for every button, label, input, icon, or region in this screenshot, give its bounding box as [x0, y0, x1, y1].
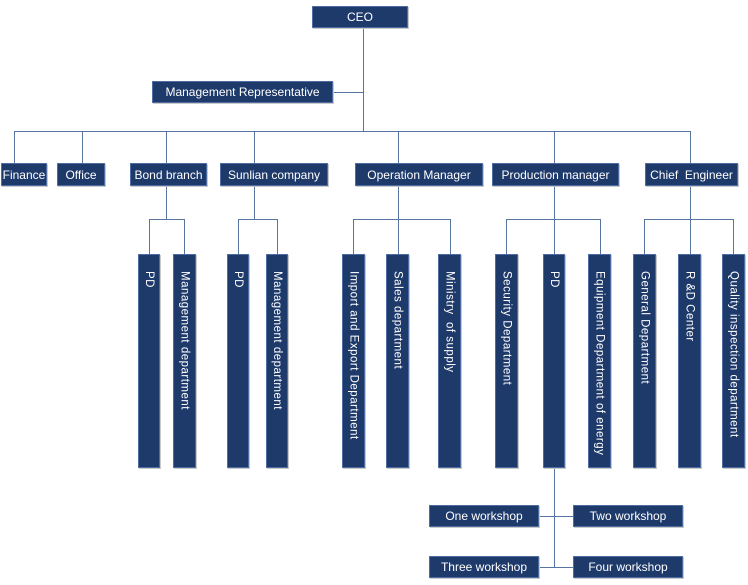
- node-label: Quality inspection department: [727, 271, 740, 438]
- connector-line: [14, 131, 690, 132]
- connector-line: [554, 131, 555, 163]
- node-two-workshop: Two workshop: [573, 505, 683, 527]
- connector-line: [238, 219, 239, 254]
- node-office: Office: [57, 163, 105, 186]
- connector-line: [690, 219, 691, 254]
- node-label: Security Department: [500, 271, 513, 386]
- connector-line: [539, 567, 573, 568]
- connector-line: [690, 186, 691, 219]
- node-equipment-department-of-energy: Equipment Department of energy: [588, 254, 611, 468]
- connector-line: [539, 516, 573, 517]
- connector-line: [166, 131, 167, 163]
- connector-line: [644, 219, 734, 220]
- node-label: PD: [548, 271, 560, 288]
- connector-line: [149, 219, 150, 254]
- connector-line: [277, 219, 278, 254]
- connector-line: [554, 468, 555, 568]
- connector-line: [450, 219, 451, 254]
- node-label: General Department: [638, 271, 651, 385]
- node-label: PD: [232, 271, 244, 288]
- connector-line: [398, 131, 399, 163]
- node-production-pd: PD: [543, 254, 565, 468]
- connector-line: [166, 186, 167, 219]
- node-label: Management department: [271, 271, 283, 410]
- connector-line: [690, 131, 691, 163]
- node-finance: Finance: [1, 163, 47, 186]
- node-label: Management department: [178, 271, 191, 410]
- connector-line: [506, 219, 600, 220]
- node-four-workshop: Four workshop: [573, 556, 683, 578]
- node-operation-manager: Operation Manager: [355, 163, 483, 186]
- node-bond-branch: Bond branch: [130, 163, 207, 186]
- node-quality-inspection-department: Quality inspection department: [722, 254, 745, 468]
- node-label: Sales department: [391, 271, 404, 370]
- node-sunlian-pd: PD: [227, 254, 249, 468]
- connector-line: [254, 186, 255, 219]
- connector-line: [184, 219, 185, 254]
- node-label: Ministry of supply: [443, 271, 456, 373]
- node-production-manager: Production manager: [492, 163, 619, 186]
- node-chief-engineer: Chief Engineer: [645, 163, 738, 186]
- node-ministry-of-supply: Ministry of supply: [438, 254, 461, 468]
- node-import-export-department: Import and Export Department: [342, 254, 365, 468]
- node-sales-department: Sales department: [386, 254, 409, 468]
- connector-line: [554, 219, 555, 254]
- connector-line: [82, 131, 83, 163]
- connector-line: [363, 28, 364, 131]
- node-rd-center: R &D Center: [678, 254, 701, 468]
- node-ceo: CEO: [312, 6, 408, 28]
- connector-line: [600, 219, 601, 254]
- connector-line: [398, 186, 399, 219]
- node-sunlian-management-department: Management department: [266, 254, 288, 468]
- node-one-workshop: One workshop: [429, 505, 539, 527]
- connector-line: [149, 219, 185, 220]
- node-three-workshop: Three workshop: [429, 556, 539, 578]
- node-label: Import and Export Department: [347, 271, 360, 440]
- connector-line: [254, 131, 255, 163]
- node-sunlian-company: Sunlian company: [220, 163, 328, 186]
- node-label: R &D Center: [683, 271, 696, 342]
- connector-line: [506, 219, 507, 254]
- connector-line: [644, 219, 645, 254]
- connector-line: [14, 131, 15, 163]
- connector-line: [353, 219, 450, 220]
- node-general-department: General Department: [633, 254, 656, 468]
- connector-line: [733, 219, 734, 254]
- node-bond-management-department: Management department: [173, 254, 196, 468]
- node-label: PD: [143, 271, 155, 288]
- node-security-department: Security Department: [495, 254, 518, 468]
- node-label: Equipment Department of energy: [593, 271, 606, 456]
- connector-line: [238, 219, 278, 220]
- connector-line: [398, 219, 399, 254]
- connector-line: [333, 92, 363, 93]
- node-management-representative: Management Representative: [152, 81, 333, 103]
- connector-line: [554, 186, 555, 219]
- node-bond-pd: PD: [138, 254, 160, 468]
- connector-line: [353, 219, 354, 254]
